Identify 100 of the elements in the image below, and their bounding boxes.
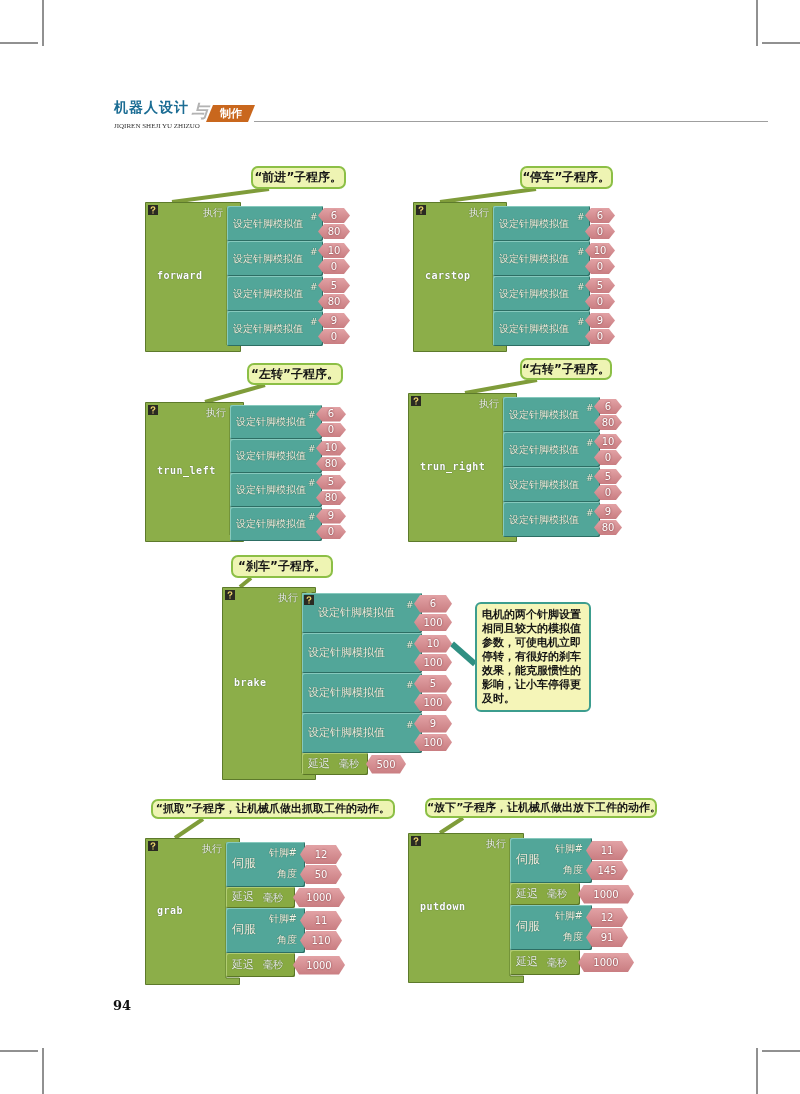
- number-value: 145: [586, 861, 628, 880]
- block-label: 执行: [479, 398, 499, 410]
- socket-label: #: [586, 472, 594, 483]
- number-value: 100: [414, 733, 452, 751]
- block-label: 延迟: [232, 958, 254, 972]
- number-value: 5: [316, 475, 346, 490]
- block-label: 设定针脚模拟值: [499, 217, 569, 230]
- procedure-name: carstop: [425, 270, 471, 282]
- number-value: 9: [414, 715, 452, 733]
- set-analog-pin-block: [230, 405, 322, 439]
- number-value: 1000: [293, 955, 345, 975]
- block-label: 执行: [203, 207, 223, 219]
- number-value: 1000: [578, 884, 634, 904]
- set-analog-pin-block: [227, 311, 323, 346]
- number-value: 10: [414, 635, 452, 653]
- delay-block: [302, 753, 368, 775]
- set-analog-pin-block: [227, 206, 323, 241]
- number-value: 100: [414, 613, 452, 631]
- delay-block: [510, 950, 580, 975]
- block-label: 伺服: [232, 856, 256, 871]
- number-value: 6: [414, 595, 452, 613]
- number-value: 12: [300, 845, 342, 864]
- block-label: 设定针脚模拟值: [509, 513, 579, 526]
- socket-label: #: [577, 246, 585, 257]
- procedure-name: grab: [157, 904, 184, 916]
- set-analog-pin-block: [230, 439, 322, 473]
- block-label: 执行: [278, 592, 298, 604]
- socket-label: #: [406, 719, 414, 731]
- socket-label: #: [586, 402, 594, 413]
- block-label: 执行: [469, 207, 489, 219]
- number-value: 1000: [293, 888, 345, 907]
- set-analog-pin-block: [230, 473, 322, 507]
- socket-label: #: [310, 281, 318, 292]
- delay-block: [226, 953, 295, 977]
- number-value: 10: [318, 243, 350, 258]
- set-analog-pin-block: [227, 241, 323, 276]
- socket-label: #: [577, 316, 585, 327]
- block-label: 设定针脚模拟值: [308, 726, 385, 740]
- comment-bubble: “左转”子程序。: [247, 363, 343, 385]
- servo-block: [226, 908, 305, 953]
- procedure-name: brake: [234, 676, 267, 688]
- number-value: 11: [300, 911, 342, 930]
- socket-label: 针脚#: [268, 847, 297, 859]
- number-value: 5: [414, 675, 452, 693]
- set-analog-pin-block: [503, 502, 600, 537]
- number-value: 12: [586, 908, 628, 927]
- socket-label: #: [310, 316, 318, 327]
- number-value: 80: [594, 415, 622, 430]
- block-label: 伺服: [516, 852, 540, 867]
- socket-label: 针脚#: [268, 913, 297, 925]
- socket-label: 角度: [277, 934, 297, 946]
- block-label: 设定针脚模拟值: [509, 478, 579, 491]
- block-label: 设定针脚模拟值: [233, 322, 303, 335]
- page-number: 94: [113, 999, 132, 1014]
- number-value: 6: [316, 407, 346, 422]
- number-value: 0: [318, 259, 350, 274]
- servo-block: [510, 905, 592, 950]
- number-value: 10: [316, 441, 346, 456]
- set-analog-pin-block: [302, 673, 422, 713]
- block-label: 设定针脚模拟值: [236, 484, 306, 496]
- socket-label: 角度: [563, 864, 583, 876]
- note-callout: 电机的两个针脚设置相同且较大的模拟值参数，可使电机立即停转，有很好的刹车效果，能克服惯性的影响，让小车停得更及时。: [475, 602, 591, 712]
- block-label: 执行: [202, 843, 222, 855]
- unit-label: 毫秒: [547, 888, 567, 900]
- procedure-name: putdown: [420, 901, 466, 913]
- block-label: 设定针脚模拟值: [308, 686, 385, 700]
- socket-label: 角度: [277, 868, 297, 880]
- delay-block: [510, 883, 580, 905]
- block-label: 设定针脚模拟值: [499, 287, 569, 300]
- number-value: 91: [586, 928, 628, 947]
- unit-label: 毫秒: [339, 758, 359, 770]
- procedure-name: trun_right: [420, 460, 486, 472]
- socket-label: #: [406, 599, 414, 611]
- socket-label: #: [586, 437, 594, 448]
- block-label: 延迟: [308, 757, 330, 771]
- block-label: 伺服: [516, 919, 540, 934]
- unit-label: 毫秒: [547, 956, 567, 968]
- servo-block: [510, 838, 592, 883]
- header-title: 机器人设计: [114, 100, 189, 116]
- comment-bubble: “放下”子程序，让机械爪做出放下工件的动作。: [425, 798, 657, 818]
- socket-label: #: [577, 281, 585, 292]
- socket-label: #: [308, 444, 316, 455]
- number-value: 80: [594, 520, 622, 535]
- block-label: 伺服: [232, 922, 256, 937]
- number-value: 9: [318, 313, 350, 328]
- comment-bubble: “前进”子程序。: [251, 166, 346, 189]
- set-analog-pin-block: [503, 397, 600, 432]
- block-label: 设定针脚模拟值: [499, 252, 569, 265]
- procedure-name: trun_left: [157, 465, 216, 477]
- number-value: 500: [366, 754, 406, 774]
- block-label: 设定针脚模拟值: [236, 416, 306, 428]
- block-label: 延迟: [232, 891, 254, 904]
- block-label: 设定针脚模拟值: [318, 606, 395, 620]
- servo-block: [226, 842, 305, 887]
- set-analog-pin-block: [302, 633, 422, 673]
- set-analog-pin-block: [503, 467, 600, 502]
- socket-label: #: [586, 507, 594, 518]
- comment-bubble: “右转”子程序。: [520, 358, 612, 380]
- set-analog-pin-block: [493, 206, 590, 241]
- procedure-name: forward: [157, 270, 203, 282]
